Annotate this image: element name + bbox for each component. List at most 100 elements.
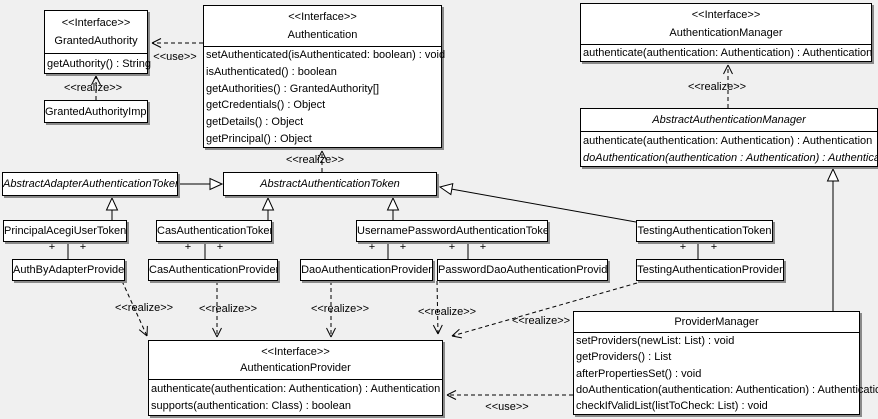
- class-name: CasAuthenticationProvider: [149, 264, 277, 276]
- realize-cas-provider: [212, 281, 222, 338]
- testing-authentication-token-box[interactable]: TestingAuthenticationToken: [636, 220, 773, 242]
- class-name: PasswordDaoAuthenticationProvider: [438, 264, 607, 276]
- class-name: AbstractAdapterAuthenticationToken: [3, 178, 177, 190]
- dao-authentication-provider-box[interactable]: DaoAuthenticationProvider: [300, 259, 433, 281]
- auth-by-adapter-provider-box[interactable]: AuthByAdapterProvider: [12, 259, 125, 281]
- method-label: getDetails() : Object: [206, 116, 304, 129]
- authentication-provider-title: <<Interface>> AuthenticationProvider: [149, 341, 442, 379]
- realize-testing-provider: [451, 282, 638, 339]
- method-label: afterPropertiesSet() : void: [576, 367, 702, 380]
- stereotype-label: <<Interface>>: [288, 11, 357, 24]
- provider-manager-methods: setProviders(newList: List) : void getPro…: [574, 332, 878, 414]
- class-name: DaoAuthenticationProvider: [301, 264, 432, 276]
- stereotype-label: <<Interface>>: [61, 17, 131, 29]
- abstract-authentication-token-title: AbstractAuthenticationToken: [224, 173, 436, 195]
- realize-dao-provider: [326, 281, 336, 338]
- method-label: getProviders() : List: [576, 351, 672, 364]
- granted-authority-impl-box[interactable]: GrantedAuthorityImpl: [44, 100, 148, 123]
- authentication-manager-box[interactable]: <<Interface>> AuthenticationManager authen…: [580, 3, 872, 62]
- open-arrowhead: [151, 42, 162, 48]
- class-name: AuthByAdapterProvider: [13, 264, 124, 276]
- granted-authority-methods: getAuthority() : String: [45, 53, 151, 73]
- authentication-box[interactable]: <<Interface>> Authentication setAuthentica…: [203, 5, 446, 148]
- method-label: setAuthenticated(isAuthenticated: boolea…: [206, 49, 446, 62]
- method-label: doAuthentication(authentication: Authent…: [576, 383, 878, 396]
- gen-testing-token: [438, 183, 637, 223]
- stereotype-label: <<Interface>>: [261, 345, 330, 358]
- authentication-provider-box[interactable]: <<Interface>> AuthenticationProvider authe…: [148, 340, 443, 416]
- testing-authentication-provider-title: TestingAuthenticationProvider: [637, 260, 783, 280]
- open-arrowhead: [446, 394, 457, 400]
- generalization-arrowhead: [105, 196, 119, 211]
- cas-authentication-provider-title: CasAuthenticationProvider: [149, 260, 277, 280]
- method-label: authenticate(authentication: Authenticat…: [583, 134, 873, 147]
- method-label: getAuthorities() : GrantedAuthority[]: [206, 82, 380, 95]
- abstract-adapter-authentication-token-title: AbstractAdapterAuthenticationToken: [3, 173, 177, 195]
- open-arrowhead: [212, 327, 218, 338]
- method-label: authenticate(authentication: Authenticat…: [583, 47, 873, 59]
- class-name: GrantedAuthority: [54, 35, 138, 47]
- method-label: getCredentials() : Object: [206, 99, 326, 112]
- open-arrowhead: [317, 150, 323, 161]
- open-arrowhead: [138, 329, 148, 337]
- username-password-authentication-token-box[interactable]: UsernamePasswordAuthenticationToken: [356, 220, 548, 242]
- method-label: authenticate(authentication: Authenticat…: [151, 382, 441, 395]
- testing-authentication-provider-box[interactable]: TestingAuthenticationProvider: [636, 259, 784, 281]
- granted-authority-title: <<Interface>> GrantedAuthority: [45, 11, 147, 53]
- abstract-adapter-authentication-token-box[interactable]: AbstractAdapterAuthenticationToken: [2, 172, 178, 196]
- gen-cas-token: [261, 196, 275, 220]
- open-arrowhead: [95, 75, 101, 86]
- cas-authentication-provider-box[interactable]: CasAuthenticationProvider: [148, 259, 278, 281]
- authentication-manager-title: <<Interface>> AuthenticationManager: [581, 4, 871, 44]
- open-arrowhead: [446, 390, 457, 396]
- gen-adapter-token-abstract-token: [178, 177, 224, 191]
- open-arrowhead: [727, 64, 733, 75]
- password-dao-authentication-provider-title: PasswordDaoAuthenticationProvider: [438, 260, 607, 280]
- class-name: ProviderManager: [674, 316, 759, 328]
- open-arrowhead: [330, 327, 336, 338]
- generalization-arrowhead: [261, 196, 275, 211]
- open-arrowhead: [723, 64, 729, 75]
- class-name: PrincipalAcegiUserToken: [4, 225, 126, 237]
- open-arrowhead: [91, 75, 97, 86]
- class-name: TestingAuthenticationProvider: [637, 264, 783, 276]
- provider-manager-box[interactable]: ProviderManager setProviders(newList: Lis…: [573, 311, 878, 415]
- open-arrowhead: [216, 327, 222, 338]
- password-dao-authentication-provider-box[interactable]: PasswordDaoAuthenticationProvider: [437, 259, 608, 281]
- abstract-authentication-manager-title: AbstractAuthenticationManager: [581, 109, 877, 131]
- class-name: AbstractAuthenticationToken: [260, 178, 400, 190]
- class-name: Authentication: [287, 28, 358, 41]
- cas-authentication-token-box[interactable]: CasAuthenticationToken: [156, 220, 272, 242]
- method-label: setProviders(newList: List) : void: [576, 335, 735, 348]
- cas-authentication-token-title: CasAuthenticationToken: [157, 221, 271, 241]
- class-name: AbstractAuthenticationManager: [652, 114, 806, 126]
- gen-username-password-token: [386, 196, 400, 220]
- realize-abstract-token-authentication: [317, 150, 327, 172]
- class-name: AuthenticationProvider: [240, 362, 351, 375]
- abstract-authentication-token-box[interactable]: AbstractAuthenticationToken: [223, 172, 437, 196]
- class-name: UsernamePasswordAuthenticationToken: [357, 225, 547, 237]
- realize-abstract-authentication-manager: [723, 64, 733, 108]
- principal-acegi-user-token-box[interactable]: PrincipalAcegiUserToken: [3, 220, 127, 242]
- authentication-provider-methods: authenticate(authentication: Authenticat…: [149, 379, 442, 415]
- dao-authentication-provider-title: DaoAuthenticationProvider: [301, 260, 432, 280]
- testing-authentication-token-title: TestingAuthenticationToken: [637, 221, 772, 241]
- generalization-arrowhead: [826, 167, 840, 182]
- use-authentication-granted-authority: [151, 38, 203, 48]
- use-provider-manager-authentication-provider: [446, 390, 573, 400]
- abstract-authentication-manager-box[interactable]: AbstractAuthenticationManager authenticat…: [580, 108, 878, 167]
- method-label: checkIfValidList(listToCheck: List) : vo…: [576, 399, 768, 412]
- username-password-authentication-token-title: UsernamePasswordAuthenticationToken: [357, 221, 547, 241]
- granted-authority-impl-title: GrantedAuthorityImpl: [45, 101, 147, 122]
- class-name: CasAuthenticationToken: [157, 225, 271, 237]
- class-name: AuthenticationManager: [669, 26, 783, 39]
- open-arrowhead: [326, 327, 332, 338]
- open-arrowhead: [451, 335, 462, 339]
- granted-authority-box[interactable]: <<Interface>> GrantedAuthority getAuthorit…: [44, 10, 151, 74]
- generalization-arrowhead: [438, 183, 454, 196]
- gen-principal-token: [105, 196, 119, 220]
- stereotype-label: <<Interface>>: [691, 9, 761, 22]
- realize-password-dao-provider: [432, 280, 443, 335]
- method-label: getAuthority() : String: [47, 57, 151, 70]
